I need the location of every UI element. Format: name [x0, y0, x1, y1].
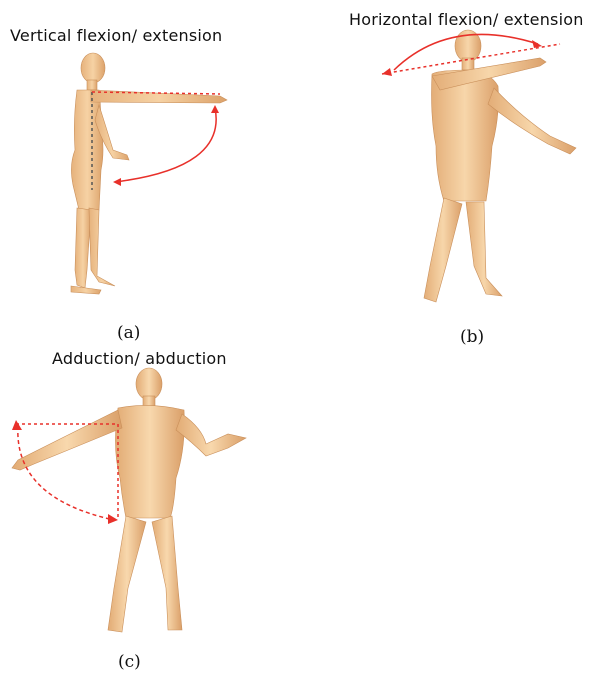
panel-b-caption: (b) — [460, 327, 484, 347]
panel-b-figure — [370, 26, 590, 316]
human-model-side-view — [71, 53, 227, 294]
panel-a-title: Vertical flexion/ extension — [10, 26, 222, 45]
panel-c-figure — [6, 368, 256, 638]
human-model-front-view — [12, 368, 246, 632]
panel-c-caption: (c) — [118, 652, 141, 672]
panel-a-figure — [55, 50, 245, 310]
human-model-perspective-view — [424, 30, 576, 302]
panel-a-caption: (a) — [117, 323, 140, 343]
panel-c-title: Adduction/ abduction — [52, 349, 227, 368]
vertical-flexion-arrow — [92, 92, 220, 190]
